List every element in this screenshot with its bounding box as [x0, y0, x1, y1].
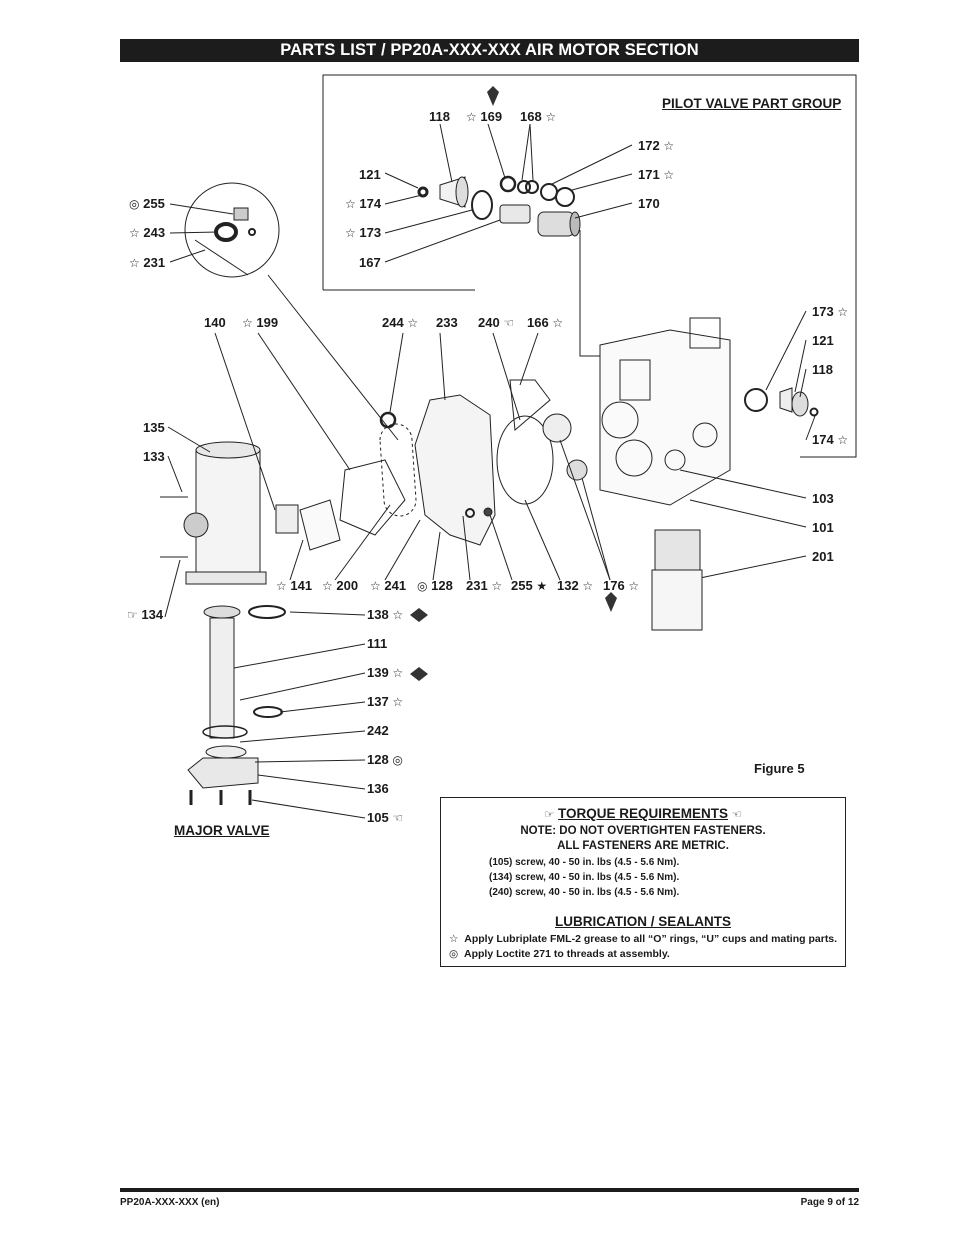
callout-138: 138 ☆ [367, 607, 404, 623]
callout-231: 231 ☆ [466, 578, 503, 594]
callout-136: 136 [367, 781, 389, 796]
torque-note-2: ALL FASTENERS ARE METRIC. [557, 840, 729, 852]
callout-103: 103 [812, 491, 834, 506]
torque-requirements-box: ☞ TORQUE REQUIREMENTS ☜ NOTE: DO NOT OVE… [440, 797, 846, 967]
callout-244: 244 ☆ [382, 315, 419, 331]
torque-line-105: (105) screw, 40 - 50 in. lbs (4.5 - 5.6 … [489, 857, 680, 868]
callout-171: 171 ☆ [638, 167, 675, 183]
callout-128: ◎ 128 [417, 578, 453, 594]
callout-169: ☆ 169 [466, 109, 503, 125]
callout-121-right: 121 [812, 333, 834, 348]
callout-231-detail: ☆ 231 [129, 255, 166, 271]
callout-201: 201 [812, 549, 834, 564]
callout-173-right: 173 ☆ [812, 304, 849, 320]
gasket-240 [496, 415, 554, 505]
lubrication-title: LUBRICATION / SEALANTS [555, 914, 731, 929]
pilot-sleeve-170 [537, 211, 575, 237]
pilot-spool-167 [499, 204, 531, 224]
u-cup-137 [253, 706, 283, 718]
pilot-group-frame [322, 74, 857, 458]
pilot-valve-heading: PILOT VALVE PART GROUP [662, 96, 842, 111]
callout-140: 140 [204, 315, 226, 330]
spool-111 [209, 617, 235, 739]
u-cup-138 [248, 605, 286, 619]
plug-255 [233, 207, 249, 221]
lube-note-loctite: ◎ Apply Loctite 271 to threads at assemb… [449, 948, 670, 960]
callout-174-right: 174 ☆ [812, 432, 849, 448]
callout-118-right: 118 [812, 362, 833, 377]
o-ring-173b [744, 388, 768, 412]
footer-page-number: Page 9 of 12 [800, 1197, 859, 1208]
major-valve-housing-135 [195, 449, 261, 581]
callout-172: 172 ☆ [638, 138, 675, 154]
callout-141: ☆ 141 [276, 578, 313, 594]
callout-242: 242 [367, 723, 389, 738]
callout-241: ☆ 241 [370, 578, 407, 594]
major-valve-heading: MAJOR VALVE [174, 823, 270, 838]
callout-255: 255 ★ [511, 578, 548, 594]
pilot-plate-233 [414, 394, 496, 546]
callout-243: ☆ 243 [129, 225, 166, 241]
callout-105: 105 ☜ [367, 810, 404, 826]
gasket-200 [339, 459, 406, 536]
lube-note-grease: ☆ Apply Lubriplate FML-2 grease to all “… [449, 933, 838, 945]
callout-233: 233 [436, 315, 458, 330]
callout-101: 101 [812, 520, 834, 535]
callout-200: ☆ 200 [322, 578, 359, 594]
callout-132: 132 ☆ [557, 578, 594, 594]
callout-255-detail: ◎ 255 [129, 196, 165, 212]
torque-note-1: NOTE: DO NOT OVERTIGHTEN FASTENERS. [520, 825, 766, 837]
callout-118: 118 [429, 109, 450, 124]
callout-240: 240 ☜ [478, 315, 515, 331]
callout-199: ☆ 199 [242, 315, 279, 331]
callout-166: 166 ☆ [527, 315, 564, 331]
callout-121: 121 [359, 167, 381, 182]
o-ring-242 [202, 725, 248, 739]
callout-170: 170 [638, 196, 660, 211]
torque-line-134: (134) screw, 40 - 50 in. lbs (4.5 - 5.6 … [489, 872, 680, 883]
figure-label: Figure 5 [754, 761, 805, 776]
end-cap-136 [187, 757, 259, 789]
muffler-201 [654, 529, 701, 571]
callout-128-cap: 128 ◎ [367, 752, 403, 768]
footer-rule [120, 1188, 859, 1192]
callout-134: ☞ 134 [127, 607, 164, 623]
o-ring-174 [417, 186, 429, 198]
callout-133: 133 [143, 449, 165, 464]
footer-doc-id: PP20A-XXX-XXX (en) [120, 1197, 220, 1208]
callout-168: 168 ☆ [520, 109, 557, 125]
callout-111: 111 [367, 636, 388, 651]
center-body-103 [599, 329, 731, 506]
callout-167: 167 [359, 255, 381, 270]
bumper-140 [275, 504, 299, 534]
page-title: PARTS LIST / PP20A-XXX-XXX AIR MOTOR SEC… [120, 39, 859, 62]
gasket-166 [509, 379, 551, 432]
o-ring-244 [379, 411, 397, 429]
detail-circle [184, 182, 280, 278]
o-ring-243 [214, 222, 238, 242]
torque-title: ☞ TORQUE REQUIREMENTS ☜ [544, 806, 742, 821]
callout-135: 135 [143, 420, 165, 435]
torque-line-240: (240) screw, 40 - 50 in. lbs (4.5 - 5.6 … [489, 887, 680, 898]
callout-173: ☆ 173 [345, 225, 382, 241]
gasket-141 [299, 499, 341, 551]
callout-174: ☆ 174 [345, 196, 382, 212]
o-ring-173 [471, 190, 493, 220]
callout-137: 137 ☆ [367, 694, 404, 710]
callout-176: 176 ☆ [603, 578, 640, 594]
callout-139: 139 ☆ [367, 665, 404, 681]
